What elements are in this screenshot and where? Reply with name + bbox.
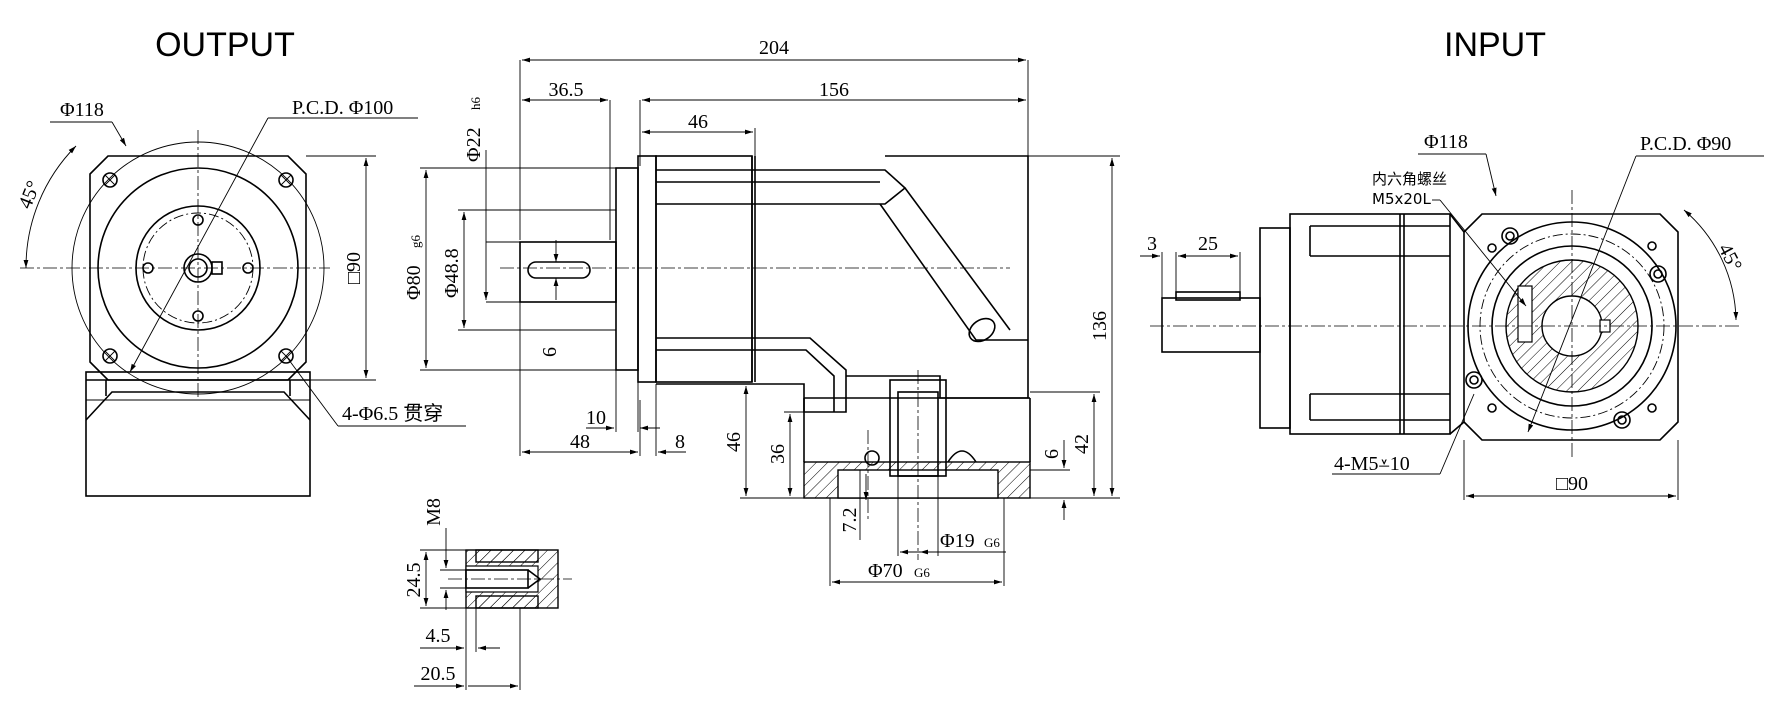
dim-spigot-tol: G6: [914, 565, 930, 580]
output-view-title: OUTPUT: [155, 26, 295, 64]
dim-total-length: 204: [759, 37, 789, 59]
dim-hub-dia: Φ48.8: [441, 248, 463, 298]
input-dim-25: 25: [1198, 233, 1218, 255]
dim-bore-tol: G6: [984, 535, 1000, 550]
detail-len-20-5: 20.5: [421, 663, 456, 685]
dim-base-48: 48: [570, 431, 590, 453]
dim-shaft-length: 36.5: [549, 79, 584, 101]
dim-height-46: 46: [723, 432, 745, 452]
input-view: 3 25 Φ118 内六角螺丝 M5x20L P.C.D. Φ90 45° 4-…: [1140, 131, 1764, 500]
output-holes-label: 4-Φ6.5 贯穿: [342, 402, 443, 425]
input-dim-3: 3: [1147, 233, 1157, 255]
dim-key-width: 6: [539, 347, 561, 357]
dim-pilot-len: 10: [586, 407, 606, 429]
input-holes-label: 4-M5⩡10: [1334, 453, 1410, 475]
dim-depth-7-2: 7.2: [839, 508, 861, 533]
dim-height-136: 136: [1089, 311, 1111, 341]
output-view: P.C.D. Φ100 Φ118 45° □90 4-Φ6.5 贯穿: [14, 97, 466, 497]
input-pcd-label: P.C.D. Φ90: [1640, 133, 1731, 155]
output-angle-label: 45°: [14, 178, 45, 212]
dim-spigot-dia: Φ70: [868, 560, 903, 582]
detail-len-24-5: 24.5: [403, 563, 425, 598]
dim-pilot-dia: Φ80: [403, 265, 425, 300]
output-square-label: □90: [343, 252, 365, 284]
dim-pilot-tol: g6: [408, 235, 423, 249]
dim-body-length: 156: [819, 79, 849, 101]
dim-shaft-dia: Φ22: [463, 127, 485, 162]
input-angle-label: 45°: [1714, 240, 1747, 275]
output-pcd-label: P.C.D. Φ100: [292, 97, 393, 119]
detail-thread: M8: [423, 498, 445, 526]
dim-flange-depth: 46: [688, 111, 708, 133]
dim-bore-dia: Φ19: [940, 530, 975, 552]
output-outer-dia-label: Φ118: [60, 99, 104, 121]
dim-height-42: 42: [1071, 434, 1093, 454]
side-view: 204 36.5 156 46 Φ22 h6 Φ80 g6 Φ48.8 6: [403, 37, 1120, 586]
input-screw-line1: 内六角螺丝: [1372, 170, 1447, 188]
shaft-end-detail: M8 24.5 4.5 20.5: [403, 498, 572, 690]
detail-len-4-5: 4.5: [426, 625, 451, 647]
dim-base-8: 8: [675, 431, 685, 453]
dim-shaft-tol: h6: [468, 97, 483, 111]
input-outer-dia-label: Φ118: [1424, 131, 1468, 153]
dim-height-6: 6: [1041, 449, 1063, 459]
dim-height-36: 36: [767, 444, 789, 464]
input-screw-line2: M5x20L: [1372, 190, 1431, 208]
input-square-label: □90: [1556, 473, 1588, 495]
input-view-title: INPUT: [1444, 26, 1546, 64]
